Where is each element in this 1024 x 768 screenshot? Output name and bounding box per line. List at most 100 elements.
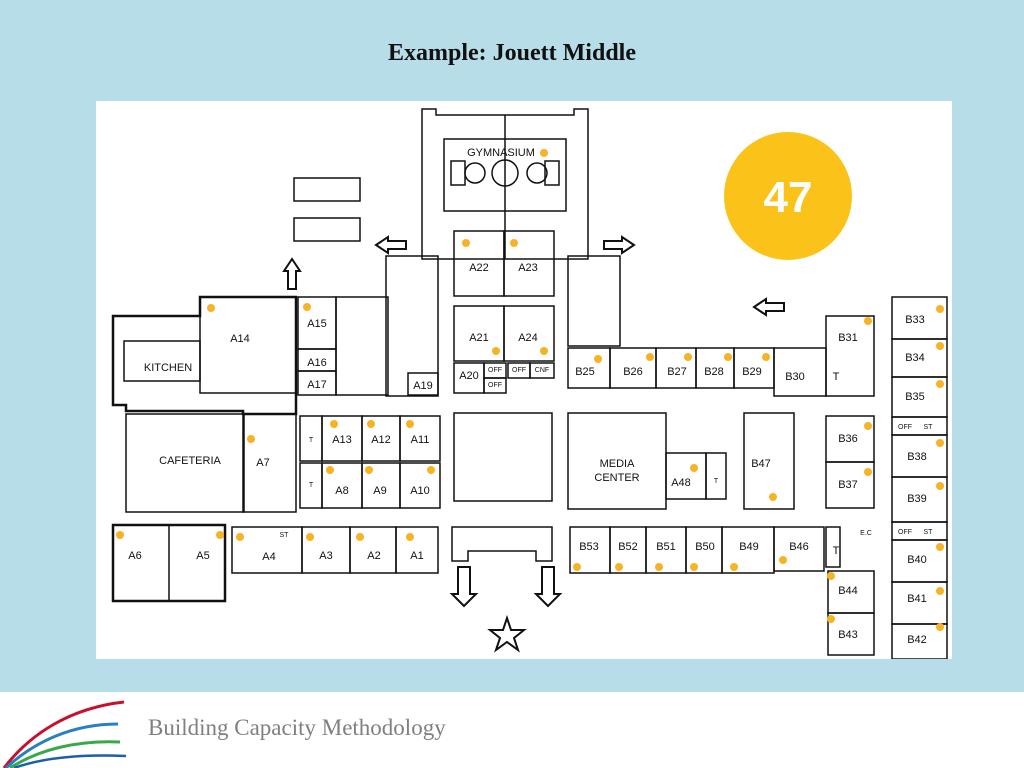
label-a24: A24 bbox=[518, 332, 538, 344]
capacity-dot bbox=[936, 623, 944, 631]
capacity-dot bbox=[936, 342, 944, 350]
a48-room bbox=[665, 452, 707, 500]
label-a6: A6 bbox=[128, 550, 141, 562]
label-a12: A12 bbox=[371, 434, 391, 446]
label-a17: A17 bbox=[307, 379, 327, 391]
capacity-dot bbox=[510, 239, 518, 247]
capacity-dot bbox=[207, 304, 215, 312]
outline-box-1 bbox=[293, 177, 361, 202]
label-a8: A8 bbox=[335, 485, 348, 497]
capacity-dot bbox=[406, 533, 414, 541]
count-badge-value: 47 bbox=[764, 173, 813, 222]
label-b29: B29 bbox=[742, 366, 762, 378]
capacity-dot bbox=[724, 353, 732, 361]
label-b49: B49 bbox=[739, 541, 759, 553]
footer-text: Building Capacity Methodology bbox=[148, 715, 446, 740]
label-b47: B47 bbox=[751, 458, 771, 470]
b47-room bbox=[743, 412, 795, 510]
capacity-dot bbox=[247, 435, 255, 443]
capacity-dot bbox=[827, 572, 835, 580]
a1-room bbox=[395, 526, 439, 574]
label-a9: A9 bbox=[373, 485, 386, 497]
capacity-dot bbox=[365, 466, 373, 474]
capacity-dot bbox=[492, 347, 500, 355]
capacity-dot bbox=[540, 347, 548, 355]
label-b33: B33 bbox=[905, 314, 925, 326]
capacity-dot bbox=[684, 353, 692, 361]
label-a4: A4 bbox=[262, 551, 275, 563]
off-room-2 bbox=[483, 377, 507, 394]
capacity-dot bbox=[216, 531, 224, 539]
label-off-1: OFF bbox=[488, 367, 502, 374]
label-b51: B51 bbox=[656, 541, 676, 553]
capacity-dot bbox=[827, 615, 835, 623]
a10-room bbox=[399, 462, 441, 509]
a19-room bbox=[407, 372, 439, 396]
label-b41: B41 bbox=[907, 593, 927, 605]
label-b31: B31 bbox=[838, 332, 858, 344]
capacity-dot bbox=[462, 239, 470, 247]
capacity-dot bbox=[330, 420, 338, 428]
exit-arrow-left-2-icon bbox=[752, 297, 785, 317]
label-a13: A13 bbox=[332, 434, 352, 446]
label-a1: A1 bbox=[410, 550, 423, 562]
capacity-dot bbox=[573, 563, 581, 571]
label-st-1: ST bbox=[924, 424, 934, 431]
logo-swoosh-icon bbox=[2, 700, 127, 768]
a14-room bbox=[199, 296, 297, 394]
label-a23: A23 bbox=[518, 262, 538, 274]
capacity-dot bbox=[769, 493, 777, 501]
capacity-dot bbox=[116, 531, 124, 539]
capacity-dot bbox=[936, 482, 944, 490]
label-a2: A2 bbox=[367, 550, 380, 562]
label-b27: B27 bbox=[667, 366, 687, 378]
gym-center-circle bbox=[491, 159, 519, 187]
gym-shell bbox=[421, 108, 589, 260]
t-room-4 bbox=[825, 526, 841, 568]
b46-room bbox=[773, 526, 825, 572]
label-a14: A14 bbox=[230, 333, 250, 345]
capacity-dot bbox=[406, 420, 414, 428]
service-room bbox=[335, 296, 389, 396]
capacity-dot bbox=[762, 353, 770, 361]
label-b28: B28 bbox=[704, 366, 724, 378]
capacity-dot bbox=[936, 380, 944, 388]
b37-room bbox=[825, 461, 875, 509]
capacity-dot bbox=[864, 422, 872, 430]
label-a20: A20 bbox=[459, 370, 479, 382]
gym-right-circle bbox=[526, 162, 548, 184]
outline-box-2 bbox=[293, 217, 361, 242]
slide-title: Example: Jouett Middle bbox=[388, 40, 636, 66]
capacity-dot bbox=[615, 563, 623, 571]
capacity-dot bbox=[326, 466, 334, 474]
gym-left-circle bbox=[464, 162, 486, 184]
capacity-dot bbox=[303, 303, 311, 311]
capacity-dot bbox=[936, 543, 944, 551]
capacity-dot bbox=[779, 556, 787, 564]
capacity-dot bbox=[236, 533, 244, 541]
floor-plan: GYMNASIUM KITCHEN CAFETERIA A14 A15 A16 … bbox=[96, 101, 952, 659]
capacity-dot bbox=[655, 563, 663, 571]
label-kitchen: KITCHEN bbox=[144, 362, 192, 374]
label-b37: B37 bbox=[838, 479, 858, 491]
t-room-3 bbox=[705, 452, 727, 500]
label-a10: A10 bbox=[410, 485, 430, 497]
label-a48: A48 bbox=[671, 477, 691, 489]
label-st-2: ST bbox=[924, 529, 934, 536]
label-t-4: T bbox=[833, 371, 840, 383]
gym-left-key bbox=[450, 160, 466, 186]
cafeteria-room bbox=[125, 413, 245, 513]
label-off-2: OFF bbox=[488, 382, 502, 389]
star-icon bbox=[487, 614, 527, 653]
label-cafeteria: CAFETERIA bbox=[159, 455, 221, 467]
footer bbox=[0, 692, 1024, 768]
exit-arrow-up-icon bbox=[282, 257, 302, 290]
a23-room bbox=[503, 230, 555, 297]
b31-room bbox=[825, 315, 875, 397]
capacity-dot bbox=[540, 149, 548, 157]
label-a16: A16 bbox=[307, 357, 327, 369]
capacity-dot bbox=[730, 563, 738, 571]
label-off-5: OFF bbox=[898, 529, 912, 536]
label-t-5: T bbox=[833, 545, 840, 557]
